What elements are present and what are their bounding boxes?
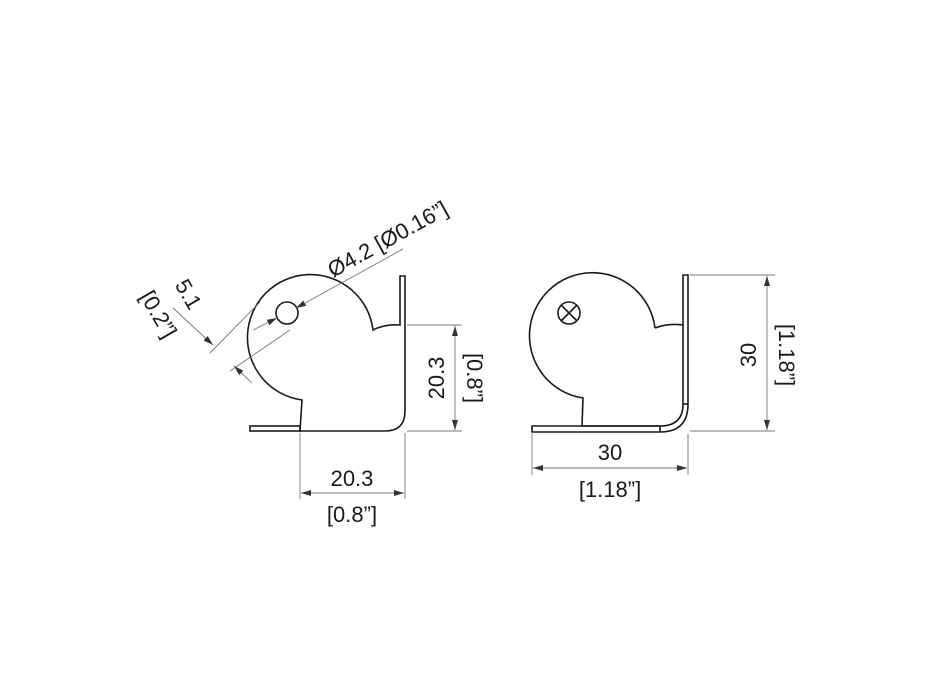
mounting-hole-crossed <box>557 301 581 325</box>
offset-mm-label: 5.1 <box>170 275 207 314</box>
left-view-part <box>246 273 406 432</box>
left-view-dimensions <box>172 248 462 499</box>
left-height-in-label: [0.8”] <box>462 353 487 403</box>
right-width-mm-label: 30 <box>598 440 622 465</box>
left-width-in-label: [0.8”] <box>327 502 377 527</box>
right-height-in-label: [1.18”] <box>774 324 799 386</box>
right-width-in-label: [1.18”] <box>579 477 641 502</box>
hole-diameter-label: Ø4.2 [Ø0.16”] <box>323 196 452 282</box>
right-view-dimensions <box>531 274 775 475</box>
right-height-mm-label: 30 <box>736 343 761 367</box>
mounting-hole <box>275 301 299 325</box>
left-height-mm-label: 20.3 <box>424 357 449 400</box>
right-view-part <box>528 271 689 433</box>
left-width-mm-label: 20.3 <box>331 466 374 491</box>
